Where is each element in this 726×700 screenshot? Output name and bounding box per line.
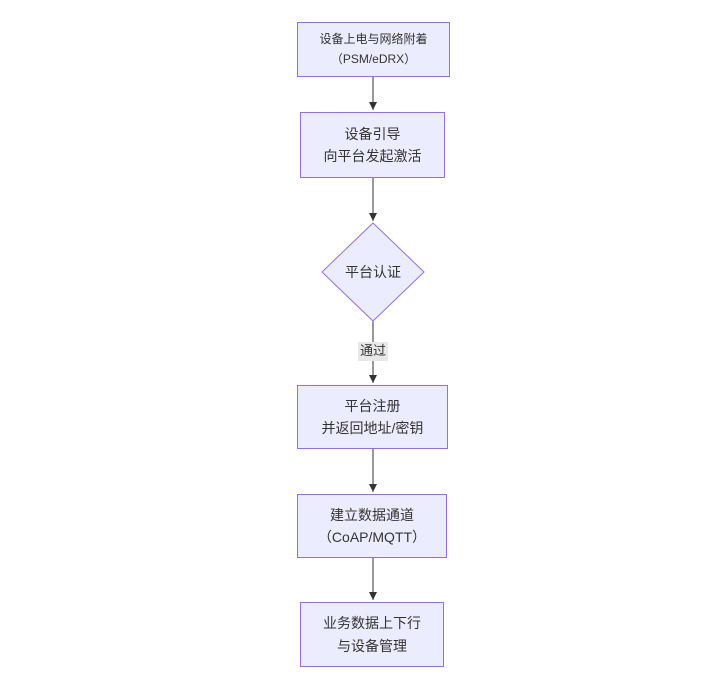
node-text-line: 平台注册	[344, 397, 401, 414]
node-text-line: 向平台发起激活	[323, 148, 422, 164]
node-text-line: 设备引导	[344, 125, 401, 142]
node-bootstrap: 设备引导 向平台发起激活	[300, 112, 445, 178]
edge-label-text: 通过	[359, 343, 387, 358]
node-attach: 设备上电与网络附着 （PSM/eDRX）	[297, 22, 450, 77]
node-auth-diamond-shape	[321, 222, 425, 322]
node-business: 业务数据上下行 与设备管理	[300, 602, 444, 667]
node-register: 平台注册 并返回地址/密钥	[297, 385, 448, 449]
node-auth-label: 平台认证	[323, 259, 423, 285]
node-text-line: 平台认证	[345, 264, 401, 280]
node-text-line: （CoAP/MQTT）	[317, 529, 427, 545]
node-text-line: 建立数据通道	[330, 506, 414, 523]
node-channel: 建立数据通道 （CoAP/MQTT）	[297, 494, 447, 558]
edge-label-pass: 通过	[357, 342, 389, 361]
node-text-line: 并返回地址/密钥	[321, 420, 424, 436]
node-text-line: （PSM/eDRX）	[330, 51, 417, 66]
node-text-line: 与设备管理	[337, 637, 407, 654]
node-text-line: 业务数据上下行	[323, 615, 421, 632]
node-text-line: 设备上电与网络附着	[319, 32, 428, 47]
